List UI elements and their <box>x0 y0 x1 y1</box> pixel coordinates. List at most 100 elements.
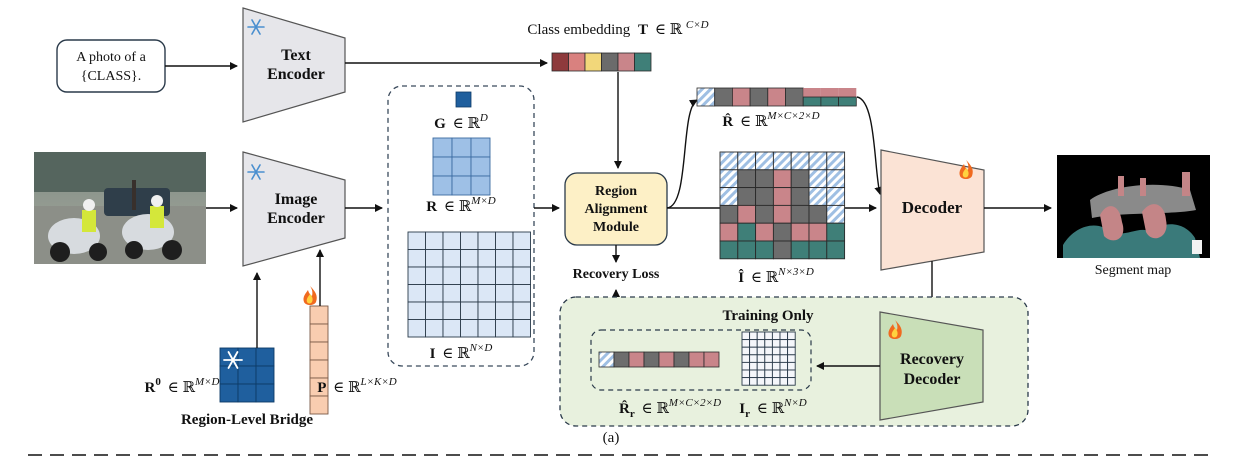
ir-cell <box>756 346 766 356</box>
ir-cell <box>779 331 789 341</box>
snowflake-icon <box>247 164 265 180</box>
rhat-cell <box>714 87 733 107</box>
region-prototype-grid <box>219 347 275 403</box>
i-cell <box>407 319 426 338</box>
ir-cell <box>779 354 789 363</box>
ihat-cell <box>737 222 757 242</box>
rr-cell <box>703 351 720 368</box>
i-cell <box>407 301 426 320</box>
ihat-cell <box>772 187 792 206</box>
ihat-cell <box>826 204 846 224</box>
ir-cell <box>764 346 773 356</box>
i-cell <box>460 231 479 250</box>
ihat-cell <box>826 222 846 242</box>
ir-cell <box>771 346 781 356</box>
rr-token-bar <box>598 351 720 368</box>
ihat-cell <box>790 222 810 242</box>
i-cell <box>442 301 461 320</box>
ihat-cell <box>737 187 757 206</box>
ir-cell <box>756 369 766 379</box>
ir-cell <box>749 331 758 341</box>
rhat-cell-bottom <box>802 96 822 107</box>
ihat-cell <box>808 187 828 206</box>
ir-cell <box>787 346 796 356</box>
ir-cell <box>787 361 796 371</box>
class-embedding-cell <box>551 52 569 72</box>
ir-cell <box>749 361 758 371</box>
decoder <box>880 149 985 271</box>
ihat-cell <box>772 151 792 171</box>
segment-map-image <box>1057 155 1210 258</box>
recovery-decoder-label-2: Decoder <box>904 371 961 388</box>
class-embedding-bar <box>551 52 652 72</box>
ir-cell <box>787 377 796 386</box>
ihat-cell <box>772 169 792 189</box>
i-cell <box>477 249 496 268</box>
p-label: P ∈ ℝL×K×D <box>317 376 397 396</box>
ir-cell <box>741 331 751 341</box>
rhat-token-bar <box>696 87 857 107</box>
i-cell <box>442 249 461 268</box>
p-cell <box>309 341 329 361</box>
ihat-cell <box>719 240 739 260</box>
ir-cell <box>756 339 766 348</box>
ir-cell <box>779 339 789 348</box>
i-cell <box>495 301 514 320</box>
ihat-cell <box>808 222 828 242</box>
rr-cell <box>673 351 690 368</box>
r0-cell <box>255 365 275 385</box>
rr-cell <box>643 351 660 368</box>
ir-cell <box>756 361 766 371</box>
decoder-label: Decoder <box>902 198 963 217</box>
ir-cell <box>779 346 789 356</box>
ihat-cell <box>790 187 810 206</box>
ir-cell <box>749 377 758 386</box>
i-cell <box>442 231 461 250</box>
rhat-cell <box>696 87 716 107</box>
p-cell <box>309 395 329 415</box>
bridge-label: Region-Level Bridge <box>181 412 313 428</box>
i-cell <box>477 319 496 338</box>
rhat-cell <box>767 87 786 107</box>
ir-cell <box>756 354 766 363</box>
ir-cell <box>749 354 758 363</box>
rhat-cell-bottom <box>838 96 857 107</box>
ir-cell <box>741 361 751 371</box>
p-cell <box>309 305 329 325</box>
ihat-cell <box>826 169 846 189</box>
i-cell <box>407 266 426 285</box>
ir-cell <box>787 369 796 379</box>
segment-map-label: Segment map <box>1095 263 1172 278</box>
ir-cell <box>787 331 796 341</box>
ihat-cell <box>808 151 828 171</box>
rr-cell <box>658 351 675 368</box>
ir-cell <box>741 346 751 356</box>
class-embedding-cell <box>601 52 619 72</box>
i-cell <box>477 301 496 320</box>
ihat-cell <box>772 222 792 242</box>
ir-cell <box>764 331 773 341</box>
i-cell <box>460 301 479 320</box>
ir-cell <box>771 354 781 363</box>
rr-cell <box>613 351 630 368</box>
i-cell <box>425 249 444 268</box>
ihat-cell <box>719 151 739 171</box>
i-cell <box>442 319 461 338</box>
r0-cell <box>237 365 257 385</box>
i-cell <box>442 266 461 285</box>
rr-cell <box>688 351 705 368</box>
rhat-cell <box>749 87 769 107</box>
r0-cell <box>255 383 275 403</box>
ir-cell <box>764 369 773 379</box>
snowflake-icon <box>223 351 243 369</box>
i-cell <box>425 301 444 320</box>
i-cell <box>512 231 531 250</box>
i-cell <box>407 231 426 250</box>
flame-icon <box>959 160 973 179</box>
g-label: G ∈ ℝD <box>434 112 488 132</box>
ir-cell <box>749 339 758 348</box>
region-feature-grid <box>432 137 491 196</box>
i-cell <box>477 231 496 250</box>
